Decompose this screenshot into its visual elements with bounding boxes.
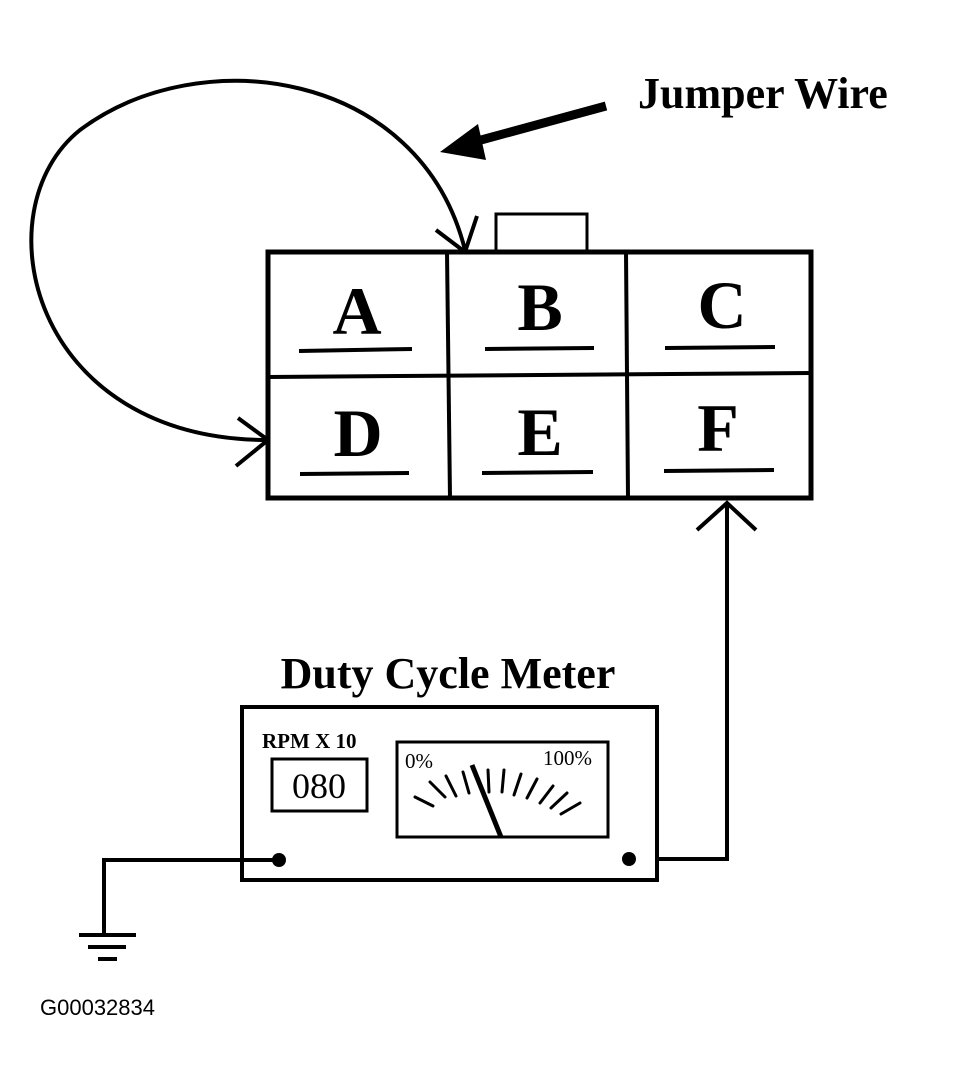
pin-b: B xyxy=(484,269,595,351)
duty-cycle-meter: RPM X 10 080 0% 100% xyxy=(240,705,659,882)
gauge-max-label: 100% xyxy=(543,746,592,770)
rpm-display xyxy=(270,757,369,813)
jumper-wire-pointer-arrow xyxy=(440,101,608,160)
ground-symbol-icon xyxy=(79,933,136,961)
ground-wire xyxy=(102,858,279,934)
meter-signal-terminal xyxy=(622,852,636,866)
meter-to-pin-f-wire xyxy=(629,500,758,861)
jumper-wire-label: Jumper Wire xyxy=(638,69,888,118)
connector: A B C D E F xyxy=(265,212,814,501)
rpm-label: RPM X 10 xyxy=(262,729,356,753)
gauge-scale-ticks xyxy=(413,768,582,816)
pin-b-label: B xyxy=(517,269,562,345)
pin-e: E xyxy=(481,394,594,475)
connector-locking-tab xyxy=(494,212,589,254)
meter-title: Duty Cycle Meter xyxy=(281,649,616,698)
jumper-wire-arrowhead-d xyxy=(234,416,272,468)
pin-a-label: A xyxy=(332,273,381,349)
analog-gauge: 0% 100% xyxy=(395,740,610,839)
pin-d: D xyxy=(299,395,410,476)
pin-f: F xyxy=(663,390,775,473)
pin-c: C xyxy=(664,267,776,350)
pin-a: A xyxy=(298,273,413,353)
pin-e-label: E xyxy=(517,394,562,470)
figure-id: G00032834 xyxy=(40,995,155,1020)
pin-d-label: D xyxy=(333,395,382,471)
rpm-value: 080 xyxy=(292,766,346,806)
pin-f-label: F xyxy=(697,390,739,466)
gauge-min-label: 0% xyxy=(405,749,433,773)
pin-c-label: C xyxy=(697,267,746,343)
gauge-needle xyxy=(469,764,504,838)
pin-f-wire-arrowhead xyxy=(695,500,758,532)
